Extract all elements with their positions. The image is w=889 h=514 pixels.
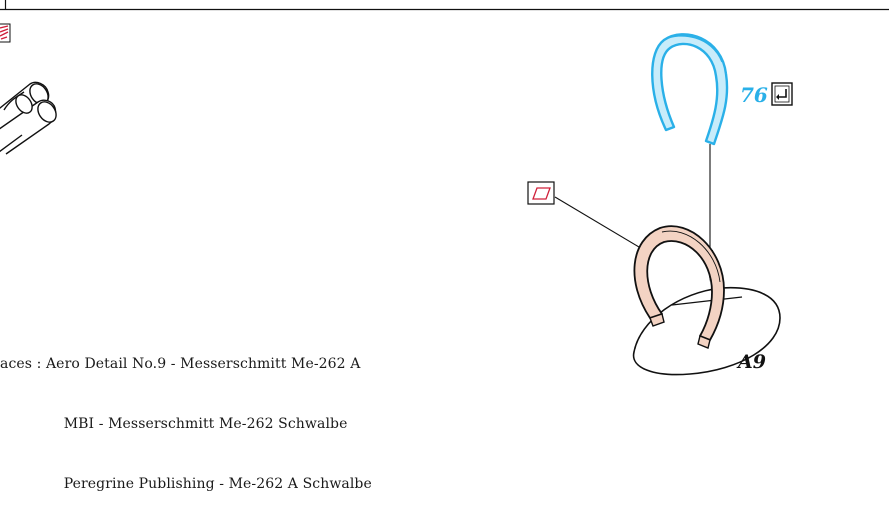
instruction-diagram: 76 A9 bbox=[0, 0, 889, 376]
part-76-drawing bbox=[651, 33, 729, 146]
assembly-arrow-icon bbox=[771, 82, 793, 106]
paint-swatch-icon bbox=[527, 181, 555, 205]
part-number-a9: A9 bbox=[736, 351, 766, 373]
reference-line: aces : Aero Detail No.9 - Messerschmitt … bbox=[0, 356, 361, 372]
part-a9-drawing bbox=[633, 225, 725, 349]
reference-line: Peregrine Publishing - Me-262 A Schwalbe bbox=[0, 476, 372, 492]
paint-mark-icon bbox=[0, 23, 11, 43]
tube-parts-drawing bbox=[0, 81, 57, 155]
part-number-76: 76 bbox=[740, 83, 768, 107]
references-block: aces : Aero Detail No.9 - Messerschmitt … bbox=[0, 314, 372, 514]
reference-line: MBI - Messerschmitt Me-262 Schwalbe bbox=[0, 416, 348, 432]
paint-leader-line bbox=[554, 196, 650, 254]
